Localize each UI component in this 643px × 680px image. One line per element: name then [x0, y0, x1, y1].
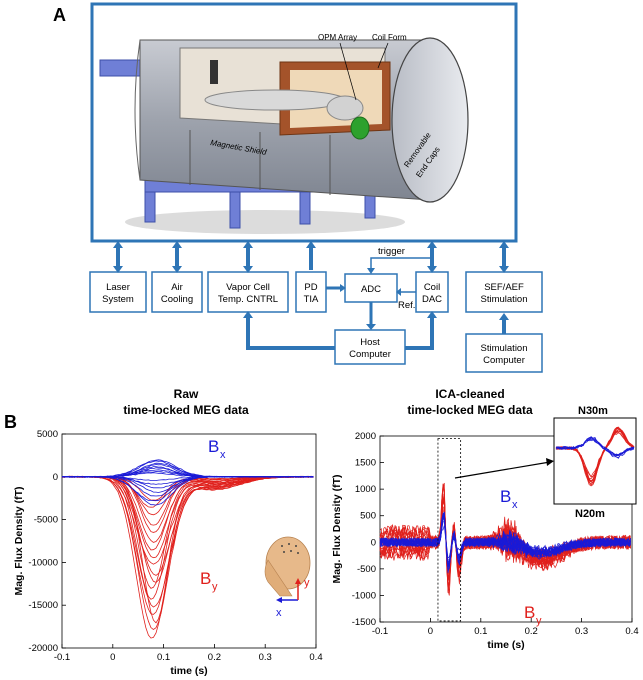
- box-sef-text-0: SEF/AEF: [484, 282, 524, 293]
- raw-xtick-3: 0.2: [208, 652, 221, 663]
- box-coil-text-0: Coil: [424, 282, 440, 293]
- box-stimcomp-text-1: Computer: [483, 355, 525, 366]
- raw-xtick-1: 0: [110, 652, 115, 663]
- raw-xlabel: time (s): [170, 665, 207, 677]
- ica-xtick-5: 0.4: [625, 626, 638, 637]
- raw-ytick-5: -20000: [28, 643, 58, 654]
- box-air-text-0: Air: [171, 282, 183, 293]
- ica-ytick-6: -1000: [352, 590, 376, 601]
- scanner-illustration: [99, 37, 469, 234]
- box-vapor: [207, 271, 289, 313]
- head-axis-y: y: [304, 577, 310, 589]
- box-coil-text-1: DAC: [422, 294, 442, 305]
- raw-xtick-5: 0.4: [309, 652, 322, 663]
- raw-bx-trace-15: [61, 475, 314, 506]
- raw-ytick-2: -5000: [34, 515, 58, 526]
- box-vapor-text-1: Temp. CNTRL: [218, 294, 278, 305]
- label-opm-array: OPM Array: [318, 33, 357, 42]
- chart-raw: -0.1 0 0.1 0.2 0.3 0.4 5000 0 -5000 -10000 -15000 -…: [13, 429, 323, 677]
- ica-by-sub: y: [536, 615, 542, 627]
- removable-end-cap: [391, 37, 469, 203]
- trigger-label: trigger: [378, 246, 405, 257]
- inset-zoom: [553, 417, 637, 505]
- ica-bx-sub: x: [512, 499, 518, 511]
- raw-by-label: B: [200, 569, 211, 588]
- box-laser-text-0: Laser: [106, 282, 130, 293]
- inset-n20m: N20m: [575, 508, 605, 520]
- raw-ytick-3: -10000: [28, 557, 58, 568]
- raw-ytick-4: -15000: [28, 600, 58, 611]
- box-host: [334, 329, 406, 365]
- zoom-region-box: [437, 438, 462, 622]
- box-laser-text-1: System: [102, 294, 134, 305]
- raw-bx-sub: x: [220, 449, 226, 461]
- box-stimcomp-text-0: Stimulation: [481, 343, 528, 354]
- head-illustration: [264, 536, 311, 603]
- box-host-text-1: Computer: [349, 349, 391, 360]
- ica-xtick-1: 0: [428, 626, 433, 637]
- panel-a-label: A: [53, 5, 66, 25]
- opm-sensors: [350, 116, 370, 140]
- box-adc: [344, 273, 398, 303]
- inset-n30m: N30m: [578, 405, 608, 417]
- box-air: [151, 271, 203, 313]
- subject-body: [204, 89, 346, 111]
- ica-ytick-4: 0: [371, 537, 376, 548]
- ica-title-line1: ICA-cleaned: [435, 387, 504, 401]
- ica-ytick-0: 2000: [355, 431, 376, 442]
- ica-ytick-7: -1500: [352, 617, 376, 628]
- ica-ylabel: Mag. Flux Density (fT): [331, 474, 343, 583]
- ica-by-label: B: [524, 603, 535, 622]
- ref-label: Ref.: [398, 300, 415, 311]
- raw-ytick-1: 0: [53, 472, 58, 483]
- box-vapor-text-0: Vapor Cell: [226, 282, 270, 293]
- ica-ytick-5: -500: [357, 564, 376, 575]
- ica-ytick-1: 1500: [355, 458, 376, 469]
- box-sef-text-1: Stimulation: [481, 294, 528, 305]
- box-host-text-0: Host: [360, 337, 380, 348]
- raw-title-line2: time-locked MEG data: [123, 403, 249, 417]
- box-laser: [89, 271, 147, 313]
- inset-trace-17: [555, 439, 635, 456]
- ica-by-trace-15: [379, 486, 632, 590]
- raw-title-line1: Raw: [174, 387, 199, 401]
- box-air-text-1: Cooling: [161, 294, 193, 305]
- raw-ylabel: Mag. Flux Density (fT): [13, 486, 25, 595]
- raw-xtick-2: 0.1: [157, 652, 170, 663]
- ica-ytick-3: 500: [360, 511, 376, 522]
- raw-xtick-0: -0.1: [54, 652, 70, 663]
- inset-trace-10: [555, 431, 635, 483]
- raw-xtick-4: 0.3: [259, 652, 272, 663]
- raw-ytick-0: 5000: [37, 429, 58, 440]
- ica-bx-trace-13: [379, 515, 631, 561]
- box-pd: [295, 271, 327, 313]
- box-stimcomp: [465, 333, 543, 373]
- ica-ytick-2: 1000: [355, 484, 376, 495]
- raw-by-trace-16: [62, 475, 314, 630]
- panel-b-label: B: [4, 412, 17, 432]
- raw-plot-area: [61, 433, 317, 649]
- raw-by-trace-17: [61, 475, 314, 639]
- ica-xtick-0: -0.1: [372, 626, 388, 637]
- ica-title-line2: time-locked MEG data: [407, 403, 533, 417]
- ica-bx-trace-12: [379, 518, 632, 566]
- ica-xlabel: time (s): [487, 639, 524, 651]
- box-adc-text-0: ADC: [361, 284, 381, 295]
- box-pd-text-1: TIA: [304, 294, 319, 305]
- ica-xtick-4: 0.3: [575, 626, 588, 637]
- ica-xtick-2: 0.1: [474, 626, 487, 637]
- label-coil-form: Coil Form: [372, 33, 407, 42]
- ica-bx-label: B: [500, 487, 511, 506]
- box-pd-text-0: PD: [304, 282, 317, 293]
- ica-xtick-3: 0.2: [525, 626, 538, 637]
- raw-by-sub: y: [212, 581, 218, 593]
- raw-bx-label: B: [208, 437, 219, 456]
- head-axis-x: x: [276, 607, 282, 619]
